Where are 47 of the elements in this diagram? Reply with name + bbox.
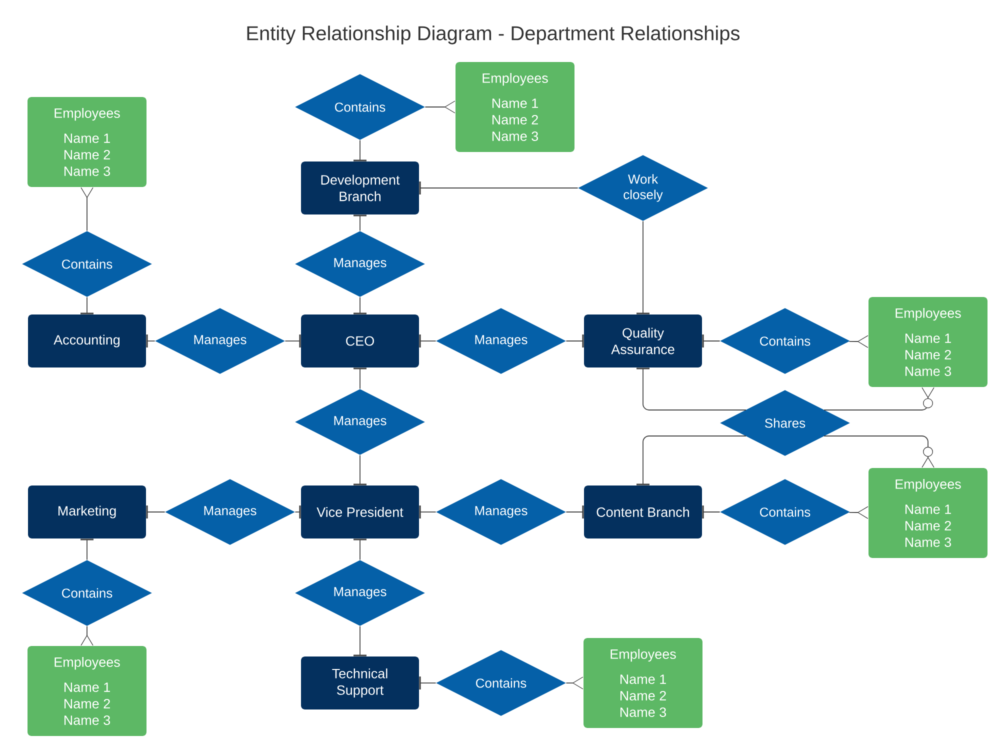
relationship-line [354, 626, 366, 656]
relationship-line [354, 454, 366, 486]
relationship-line [354, 214, 366, 232]
entity-box: Quality Assurance [584, 314, 702, 368]
relationship-line [424, 100, 456, 114]
attribute-box: Employees Name 1 Name 2 Name 3 [456, 62, 574, 152]
relationship-line [636, 368, 746, 410]
relationship-line [284, 334, 301, 348]
relationship-line [419, 676, 436, 690]
attribute-box: Employees Name 1 Name 2 Name 3 [868, 297, 988, 387]
entity-box: Vice President [301, 486, 419, 538]
relationship-line [566, 676, 584, 690]
entity-box: Accounting [28, 314, 146, 368]
relationship-line [146, 506, 166, 518]
entity-box: Technical Support [301, 656, 419, 710]
relationship-line [419, 182, 578, 194]
relationship-line [566, 506, 584, 518]
relationship-line [419, 506, 436, 518]
relationship-line [80, 296, 94, 314]
relationship-line [80, 187, 94, 232]
relationship-line [566, 334, 584, 348]
relationship-line [636, 220, 650, 314]
relationship-line [702, 506, 720, 518]
relationship-line [354, 296, 366, 314]
relationship-line [354, 140, 366, 162]
relationship-line [824, 436, 934, 468]
title: Entity Relationship Diagram - Department Relationships [247, 26, 740, 44]
relationship-line [824, 387, 934, 410]
relationship-line [354, 368, 366, 390]
relationship-line [848, 335, 868, 348]
entity-box: Marketing [28, 486, 146, 538]
relationship-line [636, 436, 746, 486]
entity-box: CEO [301, 314, 419, 368]
attribute-box: Employees Name 1 Name 2 Name 3 [28, 646, 146, 736]
attribute-box: Employees Name 1 Name 2 Name 3 [868, 468, 988, 558]
relationship-line [294, 506, 301, 518]
relationship-line [848, 506, 868, 519]
relationship-line [80, 538, 94, 560]
relationship-line [354, 538, 366, 560]
relationship-line [419, 334, 436, 348]
relationship-line [146, 334, 156, 348]
entity-box: Content Branch [584, 486, 702, 538]
attribute-box: Employees Name 1 Name 2 Name 3 [584, 638, 702, 728]
attribute-box: Employees Name 1 Name 2 Name 3 [28, 97, 146, 187]
entity-box: Development Branch [301, 162, 419, 214]
relationship-line [80, 626, 94, 646]
relationship-line [702, 334, 720, 348]
